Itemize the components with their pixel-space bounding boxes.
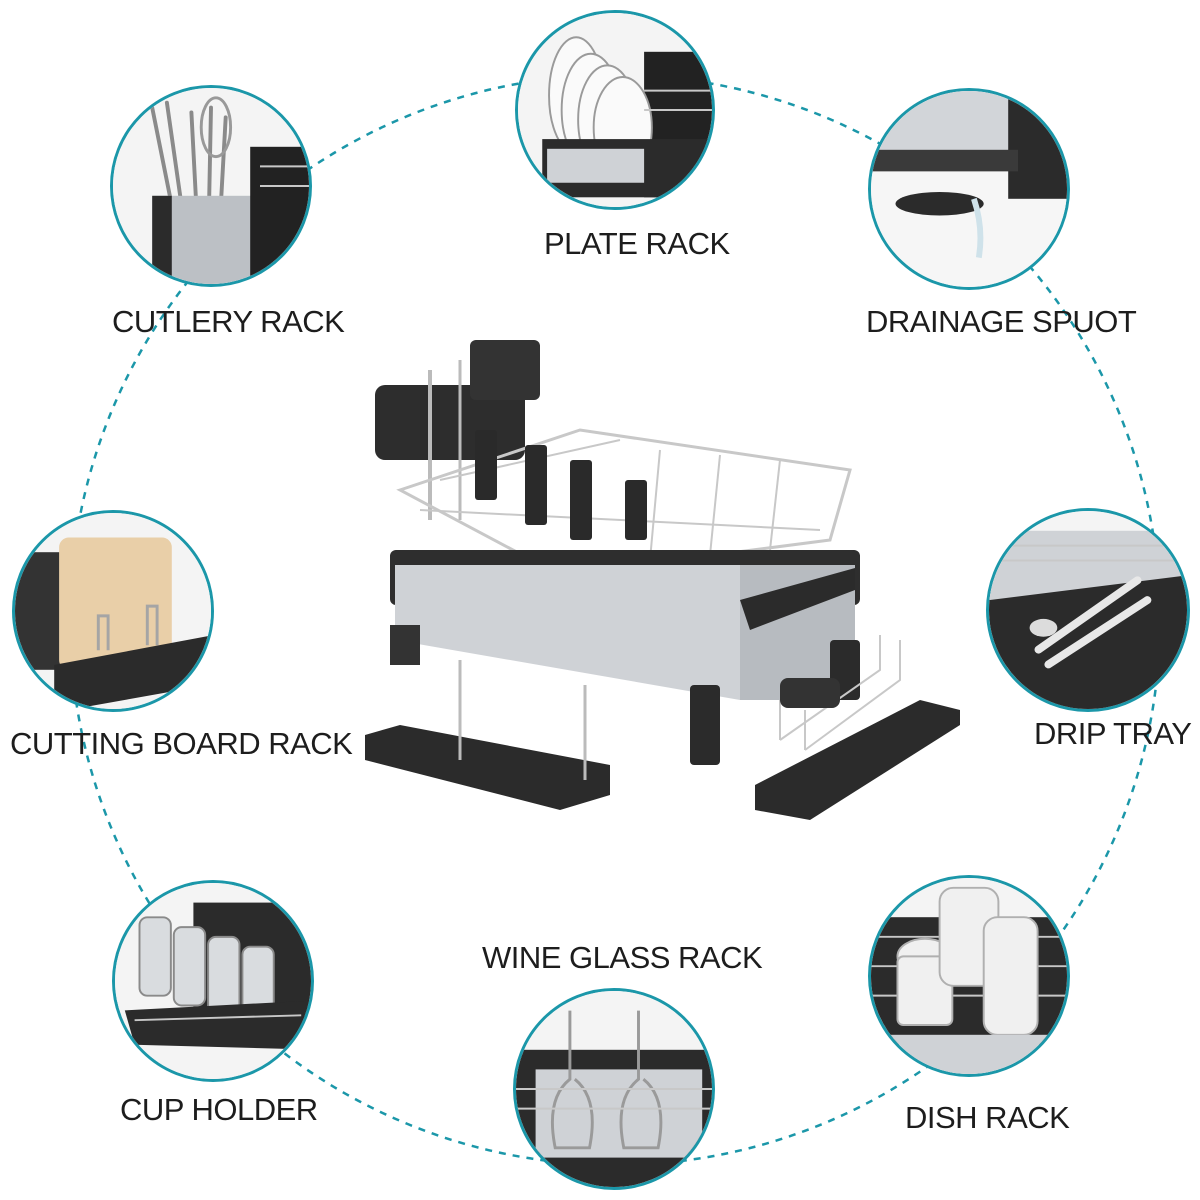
cutlery-rack-bubble — [110, 85, 312, 287]
cutting-board-rack-bubble — [12, 510, 214, 712]
cutlery-rack-illustration — [113, 88, 309, 284]
cup-holder-label: CUP HOLDER — [120, 1092, 318, 1127]
plate-rack-illustration — [518, 13, 712, 207]
cutting-board-rack-illustration — [15, 513, 211, 709]
cup-holder-bubble — [112, 880, 314, 1082]
wine-glass-rack-illustration — [516, 991, 712, 1187]
cutting-board-rack-label: CUTTING BOARD RACK — [10, 726, 353, 761]
drainage-spout-label: DRAINAGE SPUOT — [866, 304, 1137, 339]
drainage-spout-illustration — [871, 91, 1067, 287]
plate-rack-label: PLATE RACK — [544, 226, 730, 261]
dish-rack-label: DISH RACK — [905, 1100, 1070, 1135]
dish-rack-bubble — [868, 875, 1070, 1077]
drip-tray-illustration — [989, 511, 1187, 709]
drip-tray-label: DRIP TRAY — [1034, 716, 1192, 751]
dish-rack-illustration — [871, 878, 1067, 1074]
wine-glass-rack-bubble — [513, 988, 715, 1190]
cutlery-rack-label: CUTLERY RACK — [112, 304, 345, 339]
cup-holder-illustration — [115, 883, 311, 1079]
drainage-spout-bubble — [868, 88, 1070, 290]
drip-tray-bubble — [986, 508, 1190, 712]
wine-glass-rack-label: WINE GLASS RACK — [482, 940, 763, 975]
plate-rack-bubble — [515, 10, 715, 210]
dish-rack-product-image — [365, 340, 960, 820]
